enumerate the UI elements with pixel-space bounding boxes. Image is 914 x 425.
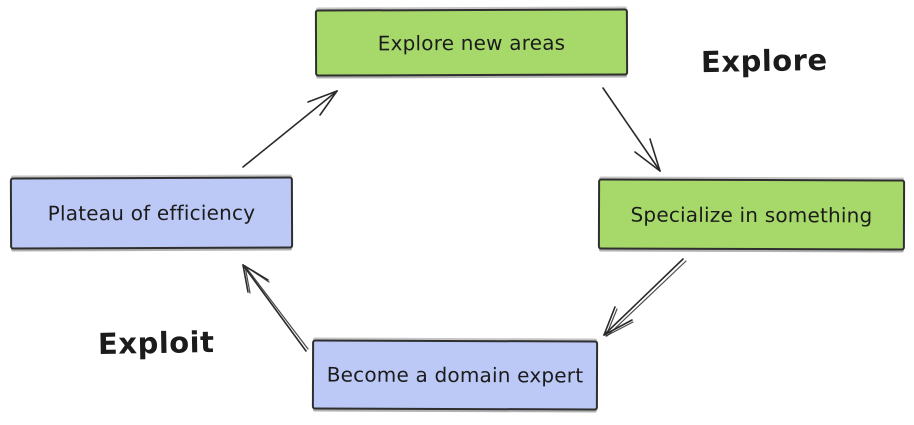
node-become-a-domain-expert-label: Become a domain expert [326, 362, 584, 388]
annotation-exploit: Exploit [97, 324, 215, 362]
arrow-expert-to-plateau [242, 264, 309, 352]
node-explore-new-areas: Explore new areas [314, 8, 629, 77]
arrow-specialize-to-expert [603, 258, 687, 337]
node-become-a-domain-expert: Become a domain expert [311, 339, 599, 411]
node-specialize-in-something-label: Specialize in something [630, 202, 873, 227]
arrow-plateau-to-explore [242, 90, 338, 168]
node-plateau-of-efficiency: Plateau of efficiency [9, 176, 294, 250]
annotation-explore: Explore [700, 42, 828, 80]
node-explore-new-areas-label: Explore new areas [377, 30, 566, 55]
node-plateau-of-efficiency-label: Plateau of efficiency [47, 200, 256, 226]
node-specialize-in-something: Specialize in something [597, 178, 906, 251]
arrow-explore-to-specialize [602, 87, 661, 172]
